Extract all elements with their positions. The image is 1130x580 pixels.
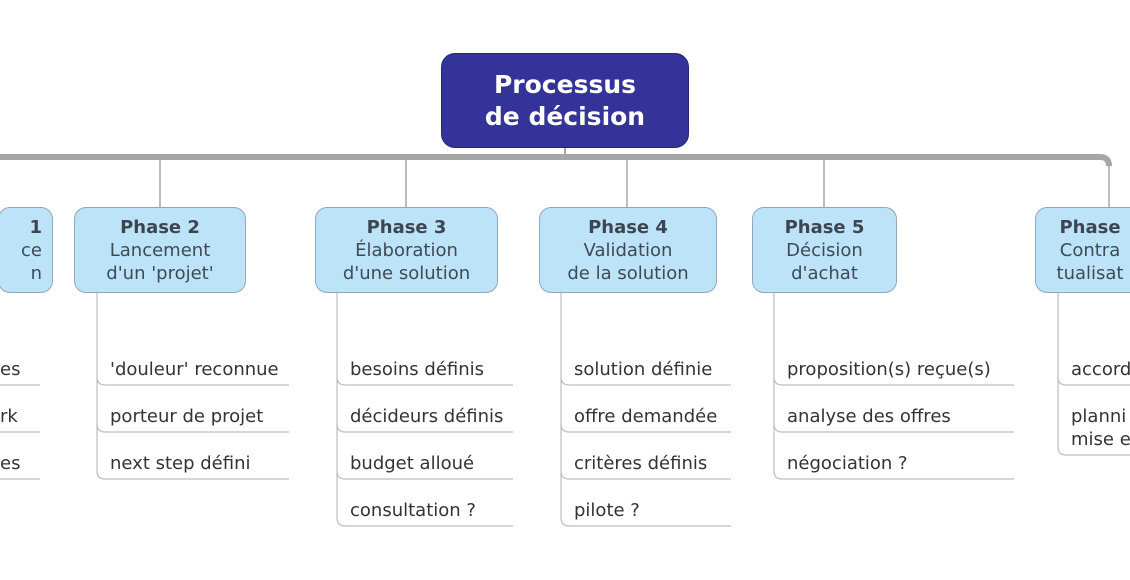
- subtopic-elbow: [773, 376, 783, 386]
- subtopic-label: critères définis: [574, 453, 708, 474]
- subtopic-label: analyse des offres: [787, 406, 951, 427]
- subtopic-elbow: [560, 376, 570, 386]
- subtopic-item[interactable]: analyse des offres: [787, 405, 951, 428]
- subtopic-item[interactable]: solution définie: [574, 358, 712, 381]
- phase-line2: d'une solution: [342, 262, 471, 284]
- subtopic-label: mise e: [1071, 429, 1130, 450]
- subtopic-item[interactable]: négociation ?: [787, 452, 908, 475]
- subtopic-elbow: [96, 376, 106, 386]
- subtopic-item[interactable]: critères définis: [574, 452, 707, 475]
- phase-line2: n: [30, 262, 42, 284]
- subtopic-item[interactable]: accord: [1071, 358, 1130, 381]
- subtopic-label: es: [0, 453, 21, 474]
- subtopic-label: 'douleur' reconnue: [110, 359, 279, 380]
- root-node[interactable]: Processus de décision: [441, 53, 689, 148]
- subtopic-item[interactable]: proposition(s) reçue(s): [787, 358, 991, 381]
- subtopic-connector: [773, 293, 783, 480]
- subtopic-connector: [96, 293, 106, 480]
- subtopic-connector: [336, 293, 346, 527]
- phase-title: Phase: [1059, 216, 1121, 238]
- subtopic-label: négociation ?: [787, 453, 908, 474]
- subtopic-elbow: [96, 423, 106, 433]
- phase-line1: Élaboration: [355, 239, 458, 261]
- subtopic-label: es: [0, 359, 21, 380]
- subtopic-item[interactable]: budget alloué: [350, 452, 474, 475]
- subtopic-label: consultation ?: [350, 500, 476, 521]
- phase-line1: Contra: [1059, 239, 1121, 261]
- subtopic-label: next step défini: [110, 453, 251, 474]
- subtopic-item[interactable]: porteur de projet: [110, 405, 263, 428]
- subtopic-label: budget alloué: [350, 453, 475, 474]
- phase-line2: d'achat: [791, 262, 858, 284]
- subtopic-label: planni: [1071, 406, 1127, 427]
- root-title-line2: de décision: [484, 101, 646, 131]
- subtopic-item[interactable]: 'douleur' reconnue: [110, 358, 279, 381]
- phase-title: 1: [29, 216, 42, 238]
- phase-title: Phase 5: [784, 216, 865, 238]
- subtopic-elbow: [773, 423, 783, 433]
- subtopic-label: pilote ?: [574, 500, 640, 521]
- subtopic-item[interactable]: es: [0, 452, 20, 475]
- phase-line1: Validation: [583, 239, 673, 261]
- subtopic-item[interactable]: es: [0, 358, 20, 381]
- subtopic-connector: [560, 293, 570, 527]
- subtopic-label: accord: [1071, 359, 1130, 380]
- phase-line2: tualisat: [1056, 262, 1124, 284]
- phase-title: Phase 4: [588, 216, 668, 238]
- subtopic-label: solution définie: [574, 359, 713, 380]
- subtopic-connector: [1057, 293, 1067, 456]
- phase-title: Phase 2: [120, 216, 200, 238]
- subtopic-elbow: [560, 423, 570, 433]
- subtopic-item[interactable]: next step défini: [110, 452, 251, 475]
- phase-line1: Décision: [786, 239, 863, 261]
- subtopic-item[interactable]: pilote ?: [574, 499, 640, 522]
- root-title-line1: Processus: [493, 69, 637, 99]
- subtopic-item[interactable]: décideurs définis: [350, 405, 503, 428]
- main-branch-bar: [0, 154, 1112, 167]
- subtopic-label: proposition(s) reçue(s): [787, 359, 991, 380]
- phase-line2: d'un 'projet': [106, 262, 214, 284]
- phase-title: Phase 3: [366, 216, 447, 238]
- subtopic-label: besoins définis: [350, 359, 485, 380]
- subtopic-elbow: [560, 470, 570, 480]
- subtopic-item[interactable]: rk: [0, 405, 18, 428]
- phase-line2: de la solution: [567, 262, 689, 284]
- subtopic-elbow: [1057, 376, 1067, 386]
- phase-line1: Lancement: [109, 239, 211, 261]
- subtopic-elbow: [336, 376, 346, 386]
- subtopic-elbow: [336, 470, 346, 480]
- subtopic-elbow: [336, 423, 346, 433]
- subtopic-item[interactable]: consultation ?: [350, 499, 476, 522]
- subtopic-label: décideurs définis: [350, 406, 504, 427]
- subtopic-item[interactable]: besoins définis: [350, 358, 484, 381]
- subtopic-item[interactable]: offre demandée: [574, 405, 717, 428]
- subtopic-label: porteur de projet: [110, 406, 264, 427]
- subtopic-label: rk: [0, 406, 18, 427]
- subtopic-label: offre demandée: [574, 406, 718, 427]
- phase-line1: ce: [21, 239, 42, 261]
